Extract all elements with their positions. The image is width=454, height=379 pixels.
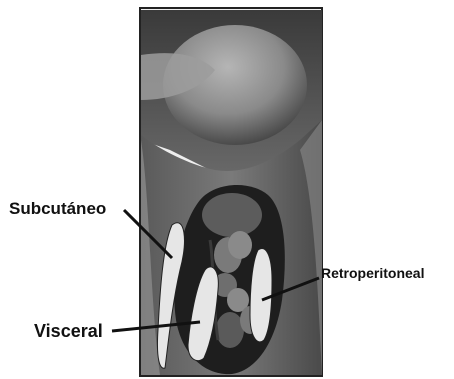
subcutaneous-label: Subcutáneo (9, 200, 106, 217)
retroperitoneal-label: Retroperitoneal (321, 266, 424, 280)
visceral-label: Visceral (34, 322, 103, 340)
